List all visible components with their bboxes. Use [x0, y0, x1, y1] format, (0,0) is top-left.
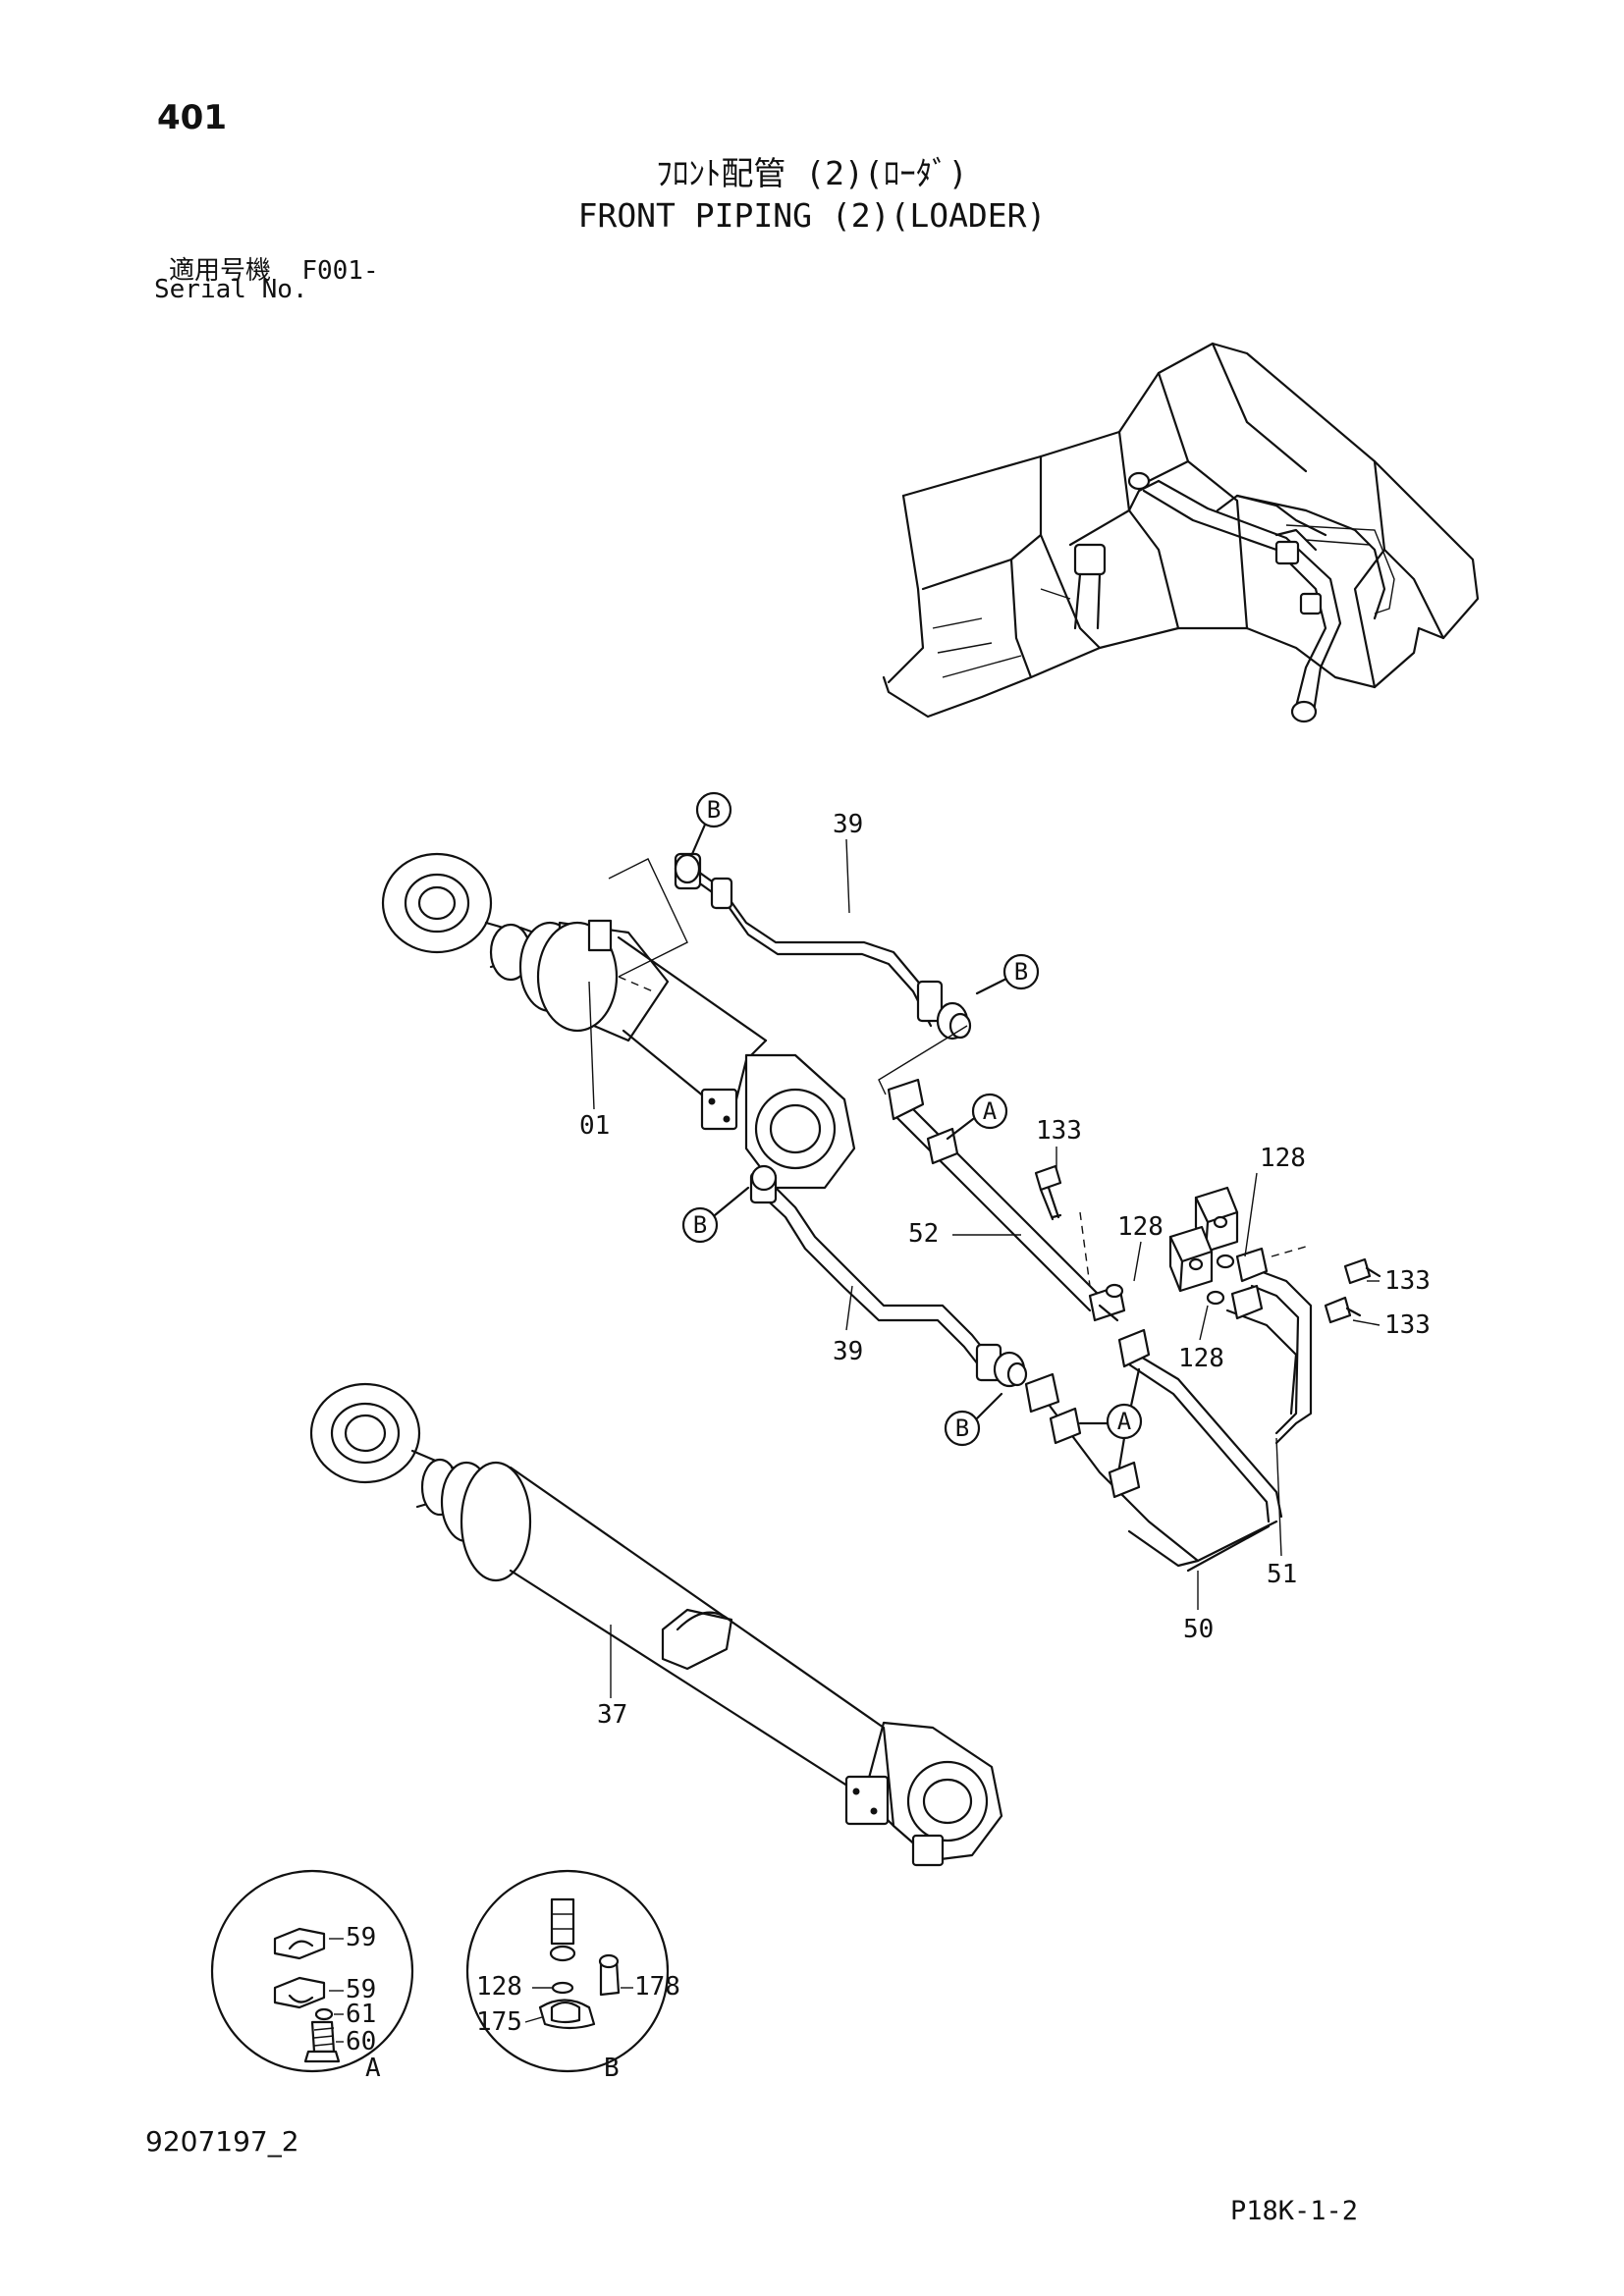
- overview-illustration: [882, 342, 1480, 723]
- serial-label-jp: 適用号機: [169, 256, 272, 286]
- callout-label-b: B: [693, 1211, 707, 1239]
- part-label-133-a: 133: [1036, 1116, 1082, 1146]
- callout-label-b: B: [955, 1415, 969, 1442]
- part-label-39-lower: 39: [833, 1337, 863, 1366]
- serial-value: F001-: [301, 256, 379, 286]
- part-label-50: 50: [1183, 1615, 1214, 1644]
- part-label-01: 01: [579, 1111, 610, 1141]
- fittings: [1034, 1164, 1381, 1324]
- part-label-128-b: 128: [1117, 1212, 1164, 1242]
- detail-b-part-175: 175: [476, 2007, 522, 2037]
- part-label-128-a: 128: [1260, 1144, 1306, 1173]
- callout-b-3: B: [681, 1186, 750, 1244]
- part-label-39-upper: 39: [833, 810, 863, 839]
- boom-cylinder-upper: [381, 852, 856, 1190]
- serial-label-english: Serial No.: [154, 275, 308, 304]
- callout-b-1: B: [690, 791, 732, 856]
- page-code: P18K-1-2: [1230, 2196, 1359, 2226]
- part-label-133-c: 133: [1384, 1310, 1431, 1340]
- detail-b-label: B: [604, 2054, 620, 2083]
- callout-a-2: A: [1078, 1367, 1143, 1469]
- tube-51: [1225, 1247, 1313, 1445]
- detail-a-part-59-b: 59: [346, 1975, 376, 2004]
- tube-50: [1024, 1328, 1283, 1573]
- callout-label-a: A: [983, 1097, 998, 1125]
- callout-label-a: A: [1117, 1408, 1132, 1435]
- serial-line-japanese: 適用号機 F001-: [169, 250, 379, 287]
- part-label-133-b: 133: [1384, 1266, 1431, 1296]
- connection-lines: [608, 858, 1307, 1287]
- part-labels: 39 01 133 128 52 128 133 133 128 39 51 5…: [579, 810, 1431, 1730]
- callout-a-1: A: [946, 1093, 1008, 1141]
- callout-label-b: B: [707, 796, 721, 824]
- detail-a-part-60: 60: [346, 2027, 376, 2056]
- detail-b-part-128: 128: [476, 1972, 522, 2002]
- detail-a: 59 59 61 60 A: [210, 1869, 414, 2083]
- page-number: 401: [157, 98, 227, 137]
- detail-b: 128 178 175 B: [465, 1869, 680, 2083]
- bucket-cylinder-lower: [309, 1382, 1003, 1867]
- title-japanese: ﾌﾛﾝﾄ配管 (2)(ﾛｰﾀﾞ): [656, 154, 968, 192]
- detail-a-label: A: [365, 2054, 381, 2083]
- callout-label-b: B: [1014, 958, 1028, 986]
- callout-b-2: B: [975, 953, 1040, 995]
- detail-a-part-61: 61: [346, 2000, 376, 2029]
- title-english: FRONT PIPING (2)(LOADER): [577, 196, 1047, 235]
- part-label-52: 52: [908, 1219, 939, 1249]
- callout-b-4: B: [944, 1392, 1003, 1447]
- part-label-51: 51: [1267, 1560, 1297, 1589]
- detail-a-part-59-a: 59: [346, 1923, 376, 1952]
- part-label-37: 37: [597, 1700, 627, 1730]
- hose-lower-39: [749, 1164, 1028, 1388]
- part-label-128-c: 128: [1178, 1344, 1224, 1373]
- document-id: 9207197_2: [145, 2125, 299, 2158]
- detail-b-part-178: 178: [634, 1972, 680, 2002]
- hose-upper-39: [674, 852, 972, 1041]
